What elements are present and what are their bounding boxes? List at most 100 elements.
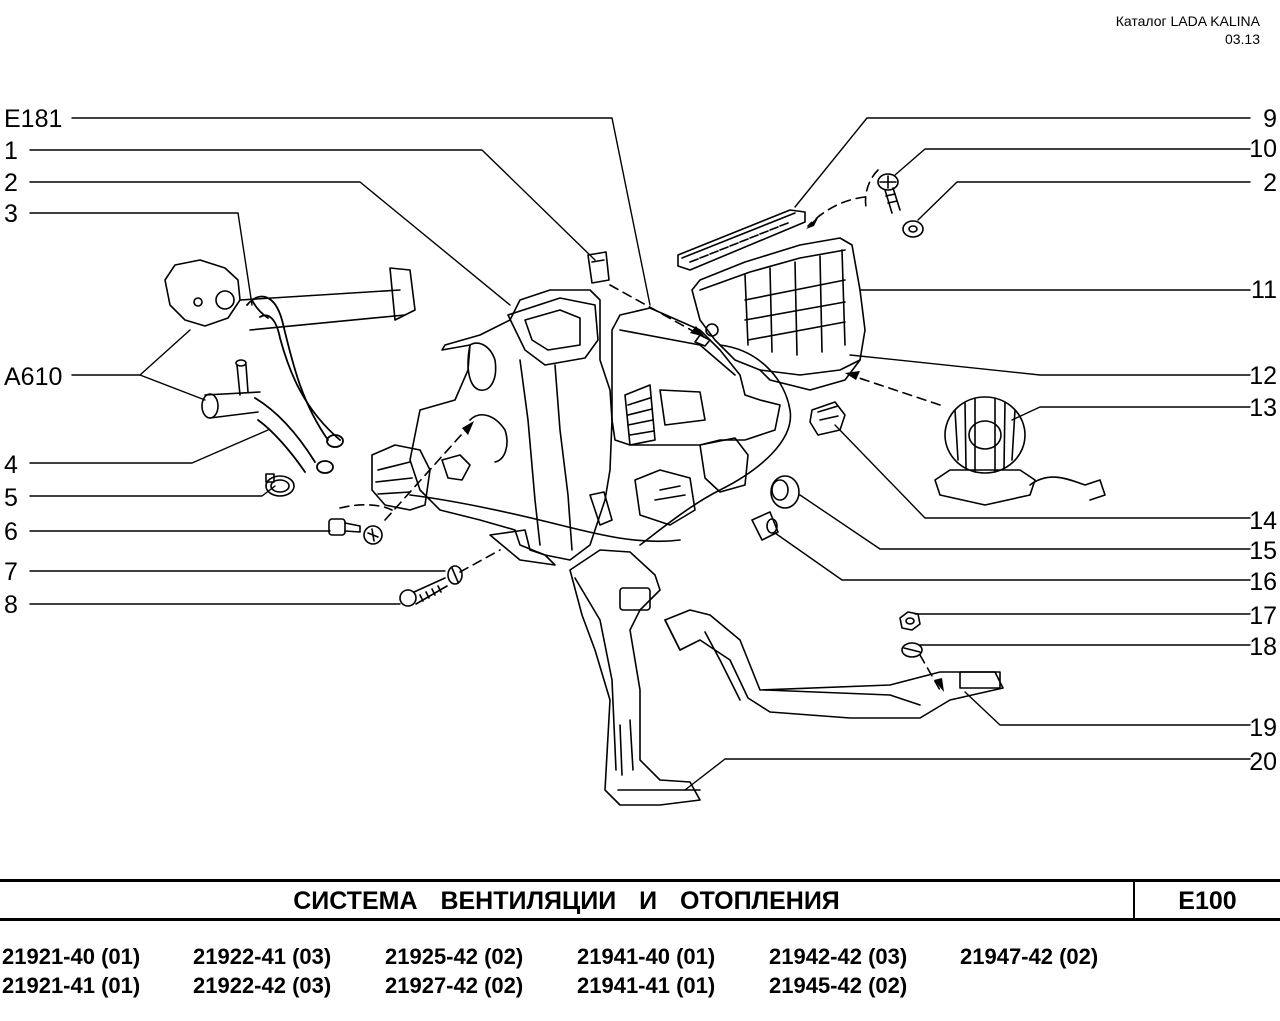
- model-code: 21922-41 (03): [193, 944, 332, 969]
- leader-A610-b: [139, 374, 206, 401]
- cap-16: [751, 511, 779, 541]
- duct-19-outlet: [959, 671, 1001, 689]
- callout-9: 9: [1263, 105, 1277, 133]
- screw-10: [877, 173, 901, 214]
- cabin-filter-frame: [677, 209, 806, 271]
- callout-15: 15: [1249, 537, 1277, 565]
- leader-19: [964, 691, 1251, 726]
- catalog-header: Каталог LADA KALINA 03.13: [1116, 12, 1260, 48]
- callout-13: 13: [1249, 394, 1277, 422]
- model-code: 21925-42 (02): [385, 944, 524, 969]
- duct-20-edge: [574, 577, 617, 771]
- model-code: 21921-41 (01): [2, 973, 141, 998]
- arrow-filter: [807, 196, 866, 227]
- callout-A610: A610: [4, 363, 62, 391]
- arrow-heads: [462, 214, 944, 692]
- cabin-filter-pleats: [689, 222, 789, 263]
- blower-housing: [691, 237, 866, 391]
- blower-hub: [968, 420, 1002, 450]
- heater-housing: [371, 289, 613, 566]
- tube-flange: [389, 267, 416, 321]
- heater-pipes: [164, 259, 416, 419]
- arrow-screw-6: [384, 424, 471, 521]
- callout-2-right: 2: [1263, 169, 1277, 197]
- leader-14: [834, 424, 1251, 519]
- screw-8: [399, 577, 448, 607]
- blower-blades: [954, 397, 1016, 473]
- arrowhead-clip: [690, 326, 705, 337]
- blower-housing-edge: [699, 249, 846, 291]
- lower-tube-end: [201, 393, 219, 419]
- model-code: 21942-42 (03): [769, 944, 908, 969]
- blower-housing-screw: [705, 323, 719, 337]
- callout-16: 16: [1249, 568, 1277, 596]
- callout-19: 19: [1249, 714, 1277, 742]
- hose-clamp: [265, 473, 295, 497]
- arrow-washer-7: [459, 549, 501, 573]
- model-code: 21941-41 (01): [577, 973, 716, 998]
- leader-12: [849, 354, 1251, 376]
- callout-E181: E181: [4, 105, 62, 133]
- leader-13: [1011, 406, 1251, 421]
- blower-fan: [944, 396, 1026, 474]
- blower-wire: [1029, 476, 1106, 501]
- washer-2-right: [902, 220, 924, 238]
- duct-19: [664, 609, 1004, 719]
- callout-7: 7: [4, 558, 18, 586]
- model-code: 21947-42 (02): [960, 944, 1099, 969]
- housing-valve: [469, 414, 508, 463]
- duct-20-outline: [569, 549, 701, 806]
- cabin-filter-edge: [681, 212, 796, 259]
- middle-box: [611, 307, 781, 446]
- leader-E181: [71, 117, 651, 306]
- bolt-6: [328, 518, 383, 545]
- hose-3: [246, 295, 344, 448]
- callout-1: 1: [4, 137, 18, 165]
- duct-20: [569, 549, 701, 806]
- arrow-nut-18: [919, 654, 941, 691]
- catalog-date: 03.13: [1224, 31, 1260, 47]
- model-row: 21921-41 (01) 21922-42 (03) 21927-42 (02…: [2, 973, 1272, 1002]
- nut-17: [899, 611, 921, 631]
- leader-lines: [29, 117, 1251, 791]
- blower-housing-bottom: [759, 359, 861, 391]
- middle-box-vent: [624, 384, 656, 446]
- actuator-box: [699, 437, 749, 493]
- housing-bottom-outlet: [489, 529, 556, 566]
- callout-3: 3: [4, 200, 18, 228]
- model-code: 21927-42 (02): [385, 973, 524, 998]
- lower-tube: [204, 391, 261, 419]
- catalog-name: Каталог LADA KALINA: [1115, 13, 1260, 29]
- blower-housing-outline: [691, 237, 866, 376]
- leader-5: [29, 485, 276, 497]
- middle-box-panel: [659, 389, 706, 426]
- callout-20: 20: [1249, 748, 1277, 776]
- leader-4: [29, 429, 269, 464]
- model-list: 21921-40 (01) 21922-41 (03) 21925-42 (02…: [2, 944, 1272, 1002]
- connector: [589, 491, 613, 526]
- arrow-screw-bracket: [864, 169, 879, 208]
- callout-17: 17: [1249, 602, 1277, 630]
- arrow-bolt-6: [339, 504, 393, 511]
- leader-3: [29, 212, 253, 306]
- middle-box-edge: [619, 329, 736, 376]
- heater-tap-port: [215, 290, 235, 310]
- control-module: [589, 437, 749, 526]
- duct-19-rib: [764, 689, 921, 706]
- callout-6: 6: [4, 518, 18, 546]
- cabin-filter: [677, 209, 806, 271]
- leader-20: [684, 758, 1251, 791]
- resistor-14: [809, 401, 846, 436]
- leader-16: [774, 532, 1251, 581]
- clip-1: [587, 251, 610, 284]
- callout-18: 18: [1249, 633, 1277, 661]
- housing-side-ribs: [375, 461, 413, 495]
- blower-housing-ribs-v: [744, 249, 846, 356]
- blower-motor-base: [934, 469, 1036, 506]
- housing-actuator: [441, 454, 471, 481]
- leader-2-right: [917, 181, 1251, 221]
- model-code: 21941-40 (01): [577, 944, 716, 969]
- page-code: E100: [1178, 887, 1237, 915]
- control-module-lines: [654, 485, 686, 501]
- leader-A610-a: [71, 329, 191, 376]
